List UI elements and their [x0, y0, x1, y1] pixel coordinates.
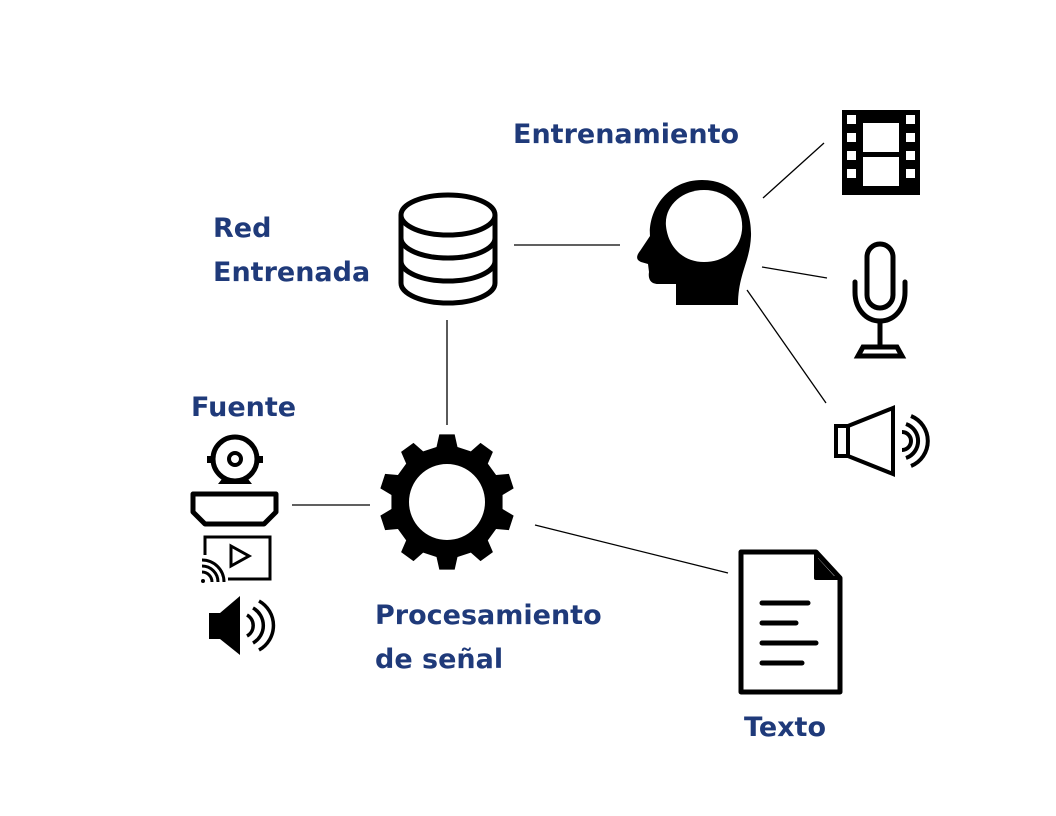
label-procesamiento-line2: de señal	[375, 644, 504, 675]
connectors	[292, 142, 828, 574]
label-procesamiento-line1: Procesamiento	[375, 600, 602, 631]
database-icon	[398, 192, 498, 306]
text-document-icon	[738, 549, 843, 695]
connector-head-film	[762, 142, 825, 199]
webcam-icon	[207, 434, 263, 484]
speaker-icon	[834, 405, 930, 477]
label-red-entrenada: Red Entrenada	[213, 207, 370, 295]
label-texto: Texto	[744, 712, 827, 743]
connector-head-microphone	[761, 266, 828, 279]
connector-gear-text	[534, 524, 729, 574]
label-red-entrenada-line2: Entrenada	[213, 257, 371, 288]
volume-icon	[209, 596, 276, 655]
label-fuente: Fuente	[191, 392, 297, 423]
screen-cast-icon	[201, 535, 272, 583]
label-red-entrenada-line1: Red	[213, 213, 272, 244]
gear-icon	[380, 434, 514, 570]
film-strip-icon	[842, 110, 920, 195]
label-entrenamiento: Entrenamiento	[513, 119, 740, 150]
microphone-icon	[852, 241, 908, 359]
label-procesamiento: Procesamiento de señal	[375, 594, 602, 682]
connector-head-speaker	[746, 289, 827, 404]
brain-head-icon	[637, 180, 752, 305]
hdmi-port-icon	[190, 491, 279, 527]
